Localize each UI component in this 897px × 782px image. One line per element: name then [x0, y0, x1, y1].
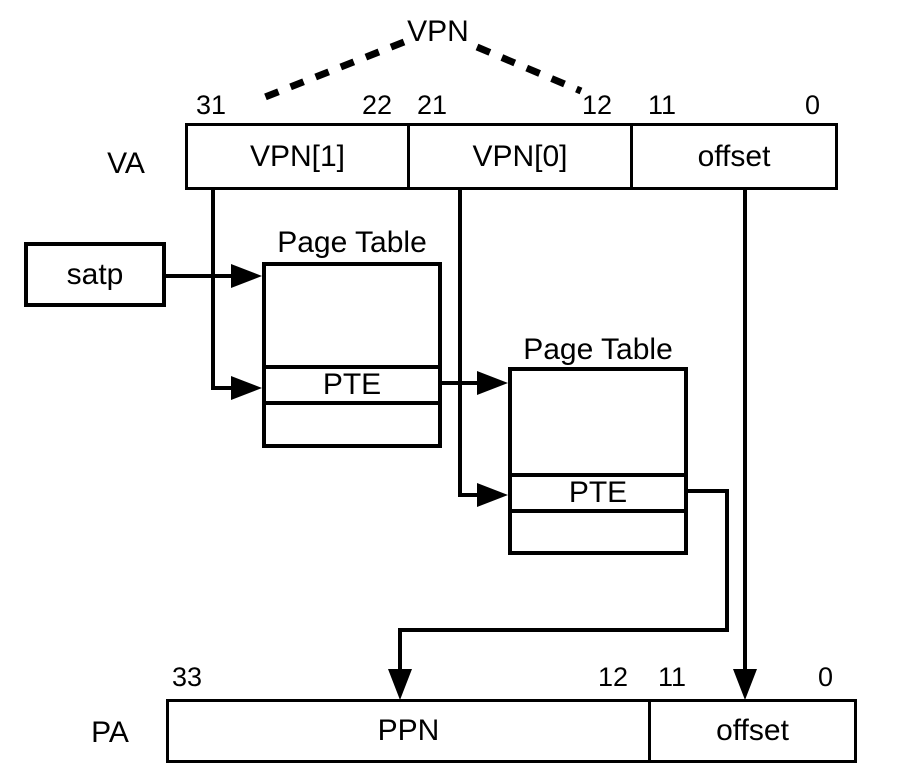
va-bit-0: 0: [804, 90, 820, 120]
page-table-1-pte-row: PTE: [266, 365, 438, 405]
page-table-1: PTE: [262, 262, 442, 448]
va-bit-12: 12: [581, 90, 612, 120]
vpn1-index-arrow: [211, 189, 262, 400]
pa-bit-33: 33: [172, 662, 203, 692]
va-field-vpn1: VPN[1]: [249, 139, 346, 173]
va-bit-31: 31: [196, 90, 227, 120]
satp-to-pt1-arrow: [166, 264, 262, 288]
va-bit-21: 21: [417, 90, 448, 120]
pa-label: PA: [91, 716, 129, 749]
page-table-2-pte-row: PTE: [512, 473, 684, 513]
pa-bit-0: 0: [817, 662, 833, 692]
va-register: VPN[1] VPN[0] offset: [185, 123, 838, 190]
pte2-to-ppn-arrow: [388, 489, 729, 700]
vpn-brace-label: VPN: [407, 15, 469, 48]
va-bit-11: 11: [648, 90, 677, 120]
pa-bit-12: 12: [597, 662, 628, 692]
pa-bit-11: 11: [658, 662, 687, 692]
page-table-2: PTE: [508, 367, 688, 555]
va-label: VA: [107, 147, 145, 180]
page-table-2-title: Page Table: [523, 333, 673, 366]
vpn0-index-arrow: [458, 189, 508, 507]
page-table-1-title: Page Table: [277, 226, 427, 259]
va-field-offset: offset: [630, 126, 835, 187]
va-field-vpn0: VPN[0]: [407, 126, 630, 187]
vpn-brace-right-dash: [475, 43, 583, 95]
satp-box: satp: [24, 242, 166, 307]
va-offset-to-pa-offset-arrow: [733, 189, 757, 700]
pa-register: PPN offset: [166, 699, 857, 763]
pte1-to-pt2-arrow: [442, 371, 508, 395]
va-bit-22: 22: [361, 90, 392, 120]
pa-field-offset: offset: [648, 702, 854, 760]
pa-field-ppn: PPN: [377, 714, 440, 747]
